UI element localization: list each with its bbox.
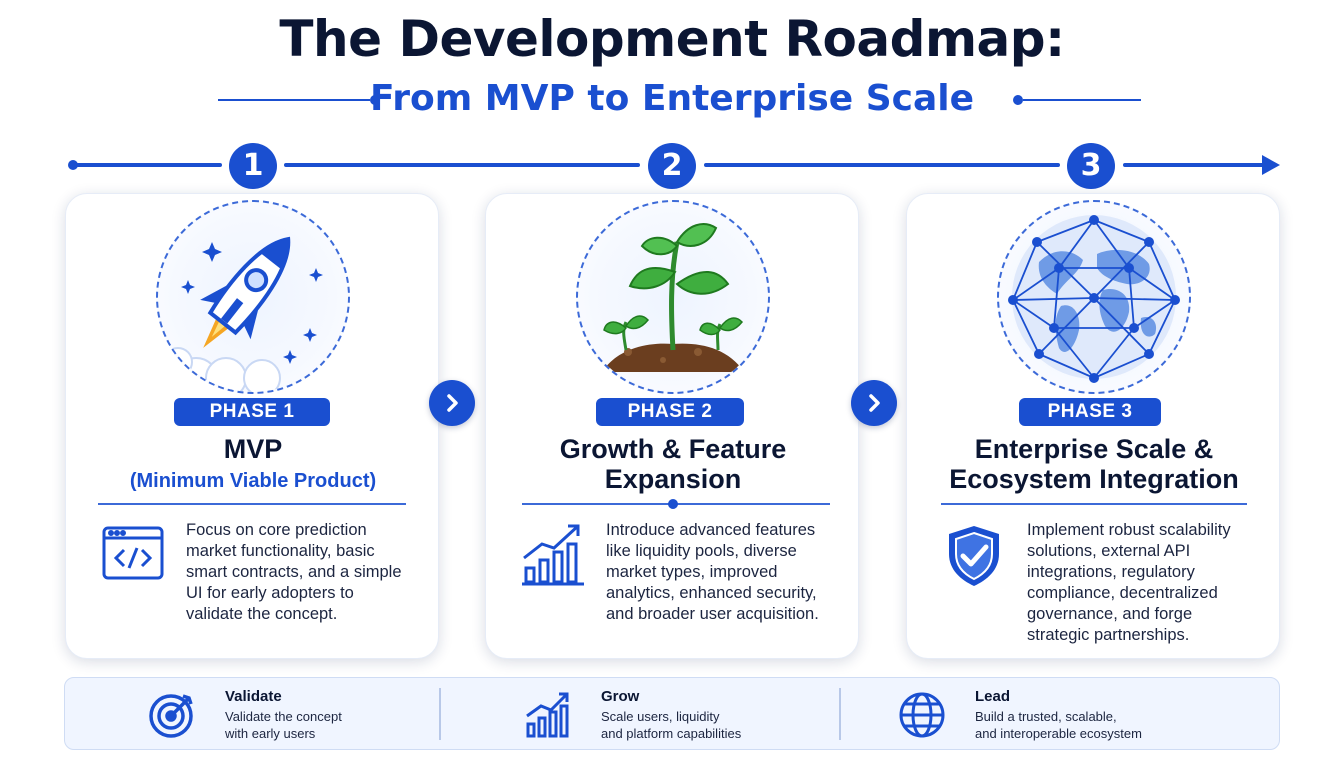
- description-line: smart contracts, and a simple: [186, 563, 402, 581]
- footer-divider: [839, 688, 841, 740]
- phase-description: Focus on core prediction market function…: [186, 520, 424, 625]
- rocket-icon: [156, 200, 350, 394]
- footer-text: Scale users, liquidity and platform capa…: [601, 708, 741, 742]
- page-subtitle: From MVP to Enterprise Scale: [369, 78, 975, 119]
- growth-chart-icon: [520, 522, 586, 588]
- description-line: analytics, enhanced security,: [606, 584, 817, 602]
- description-line: like liquidity pools, diverse: [606, 542, 797, 560]
- phase-2-card: PHASE 2 Growth & Feature Expansion Intro…: [485, 193, 859, 659]
- title-line: Enterprise Scale &: [974, 434, 1214, 464]
- divider: [941, 503, 1247, 505]
- phase-description: Introduce advanced features like liquidi…: [606, 520, 844, 625]
- phase-badge: PHASE 3: [1019, 398, 1161, 426]
- footer-title: Lead: [975, 688, 1011, 705]
- footer-item-grow: Grow Scale users, liquidity and platform…: [523, 678, 843, 751]
- description-line: Introduce advanced features: [606, 521, 816, 539]
- description-line: compliance, decentralized: [1027, 584, 1218, 602]
- subtitle-dot-right: [1013, 95, 1023, 105]
- phase-description: Implement robust scalability solutions, …: [1027, 520, 1265, 646]
- footer-line: with early users: [225, 726, 316, 741]
- footer-divider: [439, 688, 441, 740]
- footer-line: Scale users, liquidity: [601, 709, 720, 724]
- timeline-segment: [284, 163, 640, 167]
- code-window-icon: [100, 522, 166, 588]
- phase-title: Enterprise Scale & Ecosystem Integration: [907, 434, 1281, 494]
- timeline-arrow-icon: [1262, 155, 1280, 175]
- subtitle-dot-left: [370, 95, 380, 105]
- network-globe-icon: [997, 200, 1191, 394]
- timeline: 1 2 3: [0, 140, 1344, 190]
- title-line: Ecosystem Integration: [949, 464, 1239, 494]
- description-line: governance, and forge: [1027, 605, 1193, 623]
- description-line: market types, improved: [606, 563, 778, 581]
- footer-text: Validate the concept with early users: [225, 708, 342, 742]
- description-line: market functionality, basic: [186, 542, 375, 560]
- description-line: validate the concept.: [186, 605, 338, 623]
- subtitle-line-left: [218, 99, 370, 101]
- description-line: and broader user acquisition.: [606, 605, 819, 623]
- next-chevron-icon: [851, 380, 897, 426]
- subtitle-line-right: [1023, 99, 1141, 101]
- timeline-segment: [704, 163, 1060, 167]
- step-1-badge: 1: [229, 143, 277, 189]
- footer-line: Build a trusted, scalable,: [975, 709, 1117, 724]
- target-icon: [147, 690, 197, 740]
- description-line: integrations, regulatory: [1027, 563, 1195, 581]
- description-line: Implement robust scalability: [1027, 521, 1231, 539]
- phase-title: MVP: [223, 434, 283, 464]
- phase-badge: PHASE 2: [596, 398, 744, 426]
- step-2-badge: 2: [648, 143, 696, 189]
- description-line: solutions, external API: [1027, 542, 1191, 560]
- phase-badge: PHASE 1: [174, 398, 330, 426]
- timeline-start-dot: [68, 160, 78, 170]
- footer-summary: Validate Validate the concept with early…: [64, 677, 1280, 750]
- footer-title: Grow: [601, 688, 640, 705]
- divider-dot: [668, 499, 678, 509]
- phase-3-card: PHASE 3 Enterprise Scale & Ecosystem Int…: [906, 193, 1280, 659]
- footer-line: and interoperable ecosystem: [975, 726, 1142, 741]
- footer-line: Validate the concept: [225, 709, 342, 724]
- step-3-badge: 3: [1067, 143, 1115, 189]
- page-title: The Development Roadmap:: [279, 10, 1065, 68]
- sprout-icon: [576, 200, 770, 394]
- description-line: Focus on core prediction: [186, 521, 367, 539]
- subtitle-row: From MVP to Enterprise Scale: [0, 78, 1344, 122]
- footer-item-validate: Validate Validate the concept with early…: [147, 678, 447, 751]
- title-line: Growth & Feature: [559, 434, 787, 464]
- phase-subtitle: (Minimum Viable Product): [129, 470, 377, 492]
- footer-text: Build a trusted, scalable, and interoper…: [975, 708, 1142, 742]
- globe-icon: [897, 690, 947, 740]
- footer-title: Validate: [225, 688, 282, 705]
- footer-item-lead: Lead Build a trusted, scalable, and inte…: [897, 678, 1237, 751]
- description-line: UI for early adopters to: [186, 584, 354, 602]
- shield-check-icon: [941, 522, 1007, 588]
- phase-title: Growth & Feature Expansion: [486, 434, 860, 494]
- next-chevron-icon: [429, 380, 475, 426]
- footer-line: and platform capabilities: [601, 726, 742, 741]
- divider: [98, 503, 406, 505]
- growth-chart-icon: [523, 690, 573, 740]
- title-line: Expansion: [604, 464, 742, 494]
- phase-1-card: PHASE 1 MVP (Minimum Viable Product) Foc…: [65, 193, 439, 659]
- timeline-segment: [74, 163, 222, 167]
- description-line: strategic partnerships.: [1027, 626, 1190, 644]
- timeline-segment: [1123, 163, 1265, 167]
